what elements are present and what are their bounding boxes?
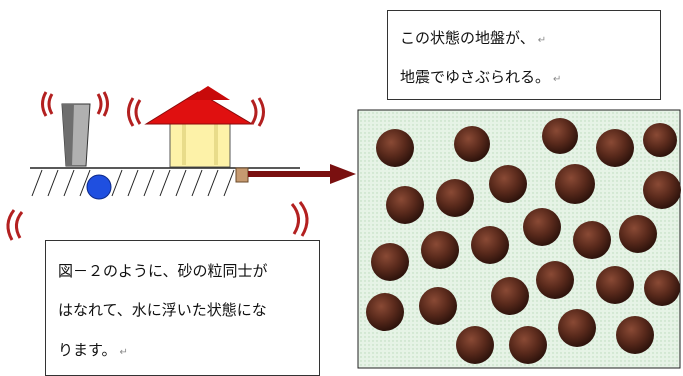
pole-shake-marks bbox=[41, 91, 109, 117]
buried-ball bbox=[86, 174, 112, 200]
top-note-text-2: 地震でゆさぶられる。 bbox=[400, 68, 551, 86]
ground-surface bbox=[30, 167, 300, 197]
bottom-note-line-3: ります。↵ bbox=[58, 339, 128, 360]
ground-hatching bbox=[31, 169, 235, 197]
utility-pole bbox=[61, 103, 91, 167]
ground-shake-marks bbox=[6, 201, 309, 241]
bottom-note-text-1: 図－２のように、砂の粒同士が bbox=[58, 262, 268, 280]
top-note-box: この状態の地盤が、↵ 地震でゆさぶられる。↵ bbox=[387, 10, 661, 100]
bottom-note-box: 図－２のように、砂の粒同士が はなれて、水に浮いた状態にな ります。↵ bbox=[45, 240, 320, 376]
bottom-note-text-3: ります。 bbox=[58, 341, 117, 359]
top-note-text-1: この状態の地盤が、 bbox=[400, 29, 535, 47]
return-mark: ↵ bbox=[537, 35, 547, 46]
bottom-note-line-1: 図－２のように、砂の粒同士が bbox=[58, 260, 268, 281]
return-mark: ↵ bbox=[119, 347, 128, 358]
zoom-arrow bbox=[235, 164, 356, 184]
sand-grains bbox=[366, 118, 681, 364]
bottom-note-text-2: はなれて、水に浮いた状態にな bbox=[58, 301, 267, 319]
house bbox=[144, 86, 254, 168]
sand-grain-panel bbox=[357, 109, 681, 369]
house-shake-marks bbox=[127, 97, 265, 127]
return-mark: ↵ bbox=[553, 74, 562, 85]
top-note-line-2: 地震でゆさぶられる。↵ bbox=[400, 66, 561, 87]
top-note-line-1: この状態の地盤が、↵ bbox=[400, 27, 546, 48]
bottom-note-line-2: はなれて、水に浮いた状態にな bbox=[58, 299, 267, 320]
